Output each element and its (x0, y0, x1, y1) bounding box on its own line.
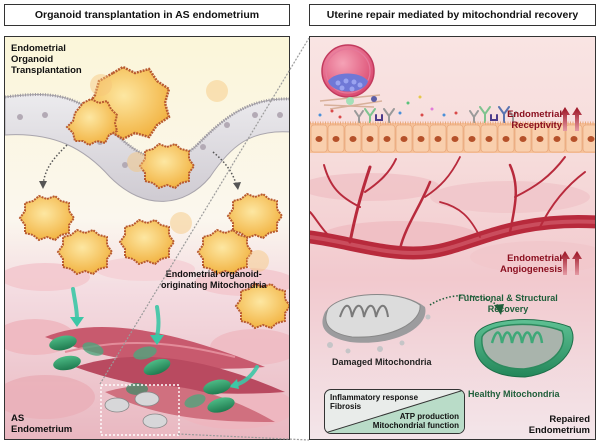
mito-origin-label: Endometrial organoid- originating Mitoch… (161, 269, 267, 291)
cell-nucleus (553, 136, 561, 142)
cell-nucleus (570, 136, 578, 142)
label-line: Endometrial organoid- (165, 269, 262, 279)
label-line: Repaired (549, 414, 590, 425)
cell-nucleus (349, 136, 357, 142)
cell-nucleus (332, 136, 340, 142)
cell-nucleus (451, 136, 459, 142)
cell-nucleus (383, 136, 391, 142)
recovery-label: Functional & Structural Recovery (456, 293, 560, 315)
legend-item: Fibrosis (330, 402, 362, 411)
signal-dots (318, 95, 458, 119)
label-line: Endometrial (507, 253, 562, 264)
embryo (319, 44, 383, 110)
cell-nucleus (587, 136, 595, 142)
cell-nucleus (468, 136, 476, 142)
legend-item: ATP production (399, 412, 459, 421)
label-line: Receptivity (511, 120, 562, 131)
legend-increased: ATP production Mitochondrial function (373, 412, 459, 430)
cell-nucleus (434, 136, 442, 142)
label-line: Angiogenesis (500, 264, 563, 275)
cell-nucleus (366, 136, 374, 142)
blood-vessels (310, 156, 595, 260)
cell-nucleus (417, 136, 425, 142)
receptivity-up-arrows (560, 107, 582, 131)
damaged-mitochondria (104, 391, 168, 429)
cell-nucleus (485, 136, 493, 142)
cell-nucleus (502, 136, 510, 142)
legend-divider (325, 390, 464, 433)
right-panel-title: Uterine repair mediated by mitochondrial… (309, 4, 596, 26)
legend-item: Inflammatory response (330, 393, 419, 402)
as-endometrium-label: AS Endometrium (11, 413, 72, 435)
label-line: Endometrium (528, 425, 590, 436)
receptivity-label: Endometrial Receptivity (506, 109, 562, 131)
epithelial-cells (310, 121, 595, 153)
cell-nucleus (536, 136, 544, 142)
label-line: Functional & Structural (458, 293, 558, 303)
angiogenesis-up-arrows (560, 251, 582, 275)
left-panel: Endometrial Organoid Transplantation End… (4, 36, 290, 440)
healthy-mitochondrion (474, 319, 574, 378)
repaired-endometrium-label: Repaired Endometrium (520, 414, 590, 436)
damaged-mitochondrion (322, 293, 431, 354)
label-line: originating Mitochondria (161, 280, 267, 290)
organoid-transplantation-label: Endometrial Organoid Transplantation (11, 43, 82, 76)
angiogenesis-label: Endometrial Angiogenesis (500, 253, 562, 275)
damaged-mito-label: Damaged Mitochondria (332, 357, 432, 367)
label-line: Recovery (487, 304, 529, 314)
label-line: Transplantation (11, 65, 82, 76)
label-line: Endometrial (507, 109, 562, 120)
legend-item: Mitochondrial function (372, 421, 459, 430)
left-panel-title: Organoid transplantation in AS endometri… (4, 4, 290, 26)
right-panel: Endometrial Receptivity Endometrial Angi… (309, 36, 596, 440)
cell-nucleus (519, 136, 527, 142)
right-panel-title-text: Uterine repair mediated by mitochondrial… (326, 9, 579, 21)
recovery-arrow-icon (494, 304, 504, 315)
cell-nucleus (400, 136, 408, 142)
legend-decreased: Inflammatory response Fibrosis (330, 393, 418, 411)
label-line: AS (11, 413, 25, 424)
cell-nucleus (315, 136, 323, 142)
label-line: Endometrial (11, 43, 66, 54)
label-line: Organoid (11, 54, 54, 65)
effect-legend: Inflammatory response Fibrosis ATP produ… (324, 389, 465, 434)
right-illustration (310, 37, 595, 439)
label-line: Endometrium (11, 424, 73, 435)
left-panel-title-text: Organoid transplantation in AS endometri… (34, 9, 260, 21)
healthy-mito-label: Healthy Mitochondria (468, 389, 560, 399)
arrow-down-icon (39, 181, 47, 189)
left-illustration (5, 37, 289, 439)
